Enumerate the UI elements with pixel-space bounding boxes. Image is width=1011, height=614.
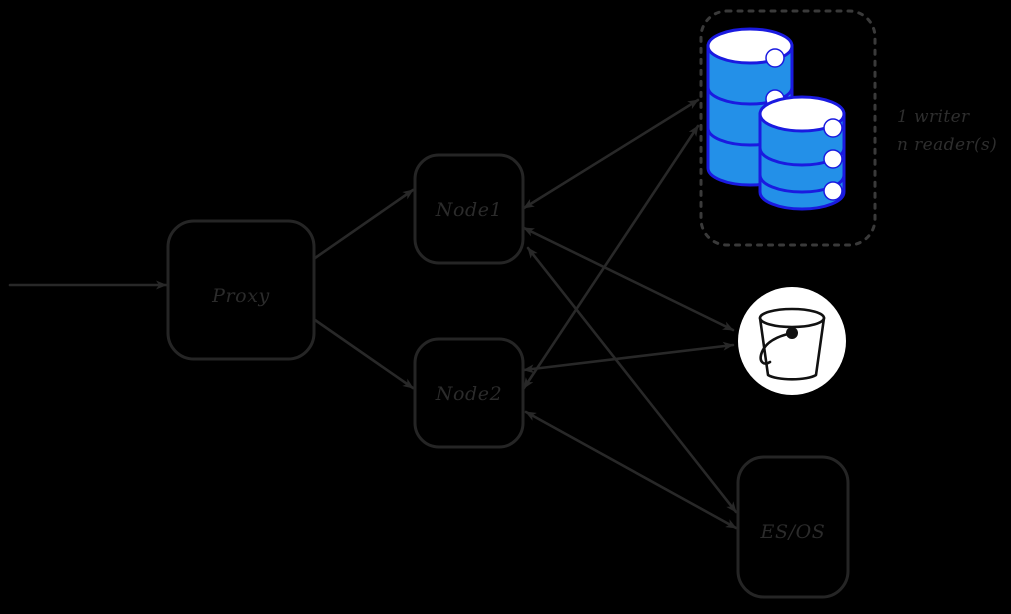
database-annotation: 1 writer n reader(s) <box>897 107 997 155</box>
node2-label: Node2 <box>435 383 503 405</box>
node1-node[interactable]: Node1 <box>413 153 525 265</box>
proxy-node[interactable]: Proxy <box>166 219 316 361</box>
esos-label: ES/OS <box>760 521 826 543</box>
node1-box[interactable] <box>413 153 525 265</box>
bucket-node[interactable] <box>738 287 846 395</box>
bucket-icon <box>758 307 826 381</box>
edge-proxy-to-node2 <box>313 318 415 390</box>
edge-node2-esos <box>524 410 738 530</box>
esos-box[interactable] <box>736 455 850 599</box>
edge-node1-bucket <box>522 226 735 332</box>
database-cylinder-front-icon <box>758 95 846 211</box>
database-group[interactable] <box>699 9 877 247</box>
edge-node1-database <box>522 98 700 210</box>
edge-proxy-to-node1 <box>313 188 415 260</box>
esos-node[interactable]: ES/OS <box>736 455 850 599</box>
proxy-label: Proxy <box>211 285 270 307</box>
database-group-border[interactable] <box>699 9 877 247</box>
edge-layer <box>8 98 738 530</box>
edge-node1-esos <box>526 246 738 514</box>
edge-node2-database <box>522 124 700 390</box>
node2-box[interactable] <box>413 337 525 449</box>
node2-node[interactable]: Node2 <box>413 337 525 449</box>
proxy-box[interactable] <box>166 219 316 361</box>
edge-node2-bucket <box>522 341 735 374</box>
db-note-readers: n reader(s) <box>897 135 997 155</box>
db-note-writer: 1 writer <box>897 107 970 127</box>
node1-label: Node1 <box>435 199 503 221</box>
